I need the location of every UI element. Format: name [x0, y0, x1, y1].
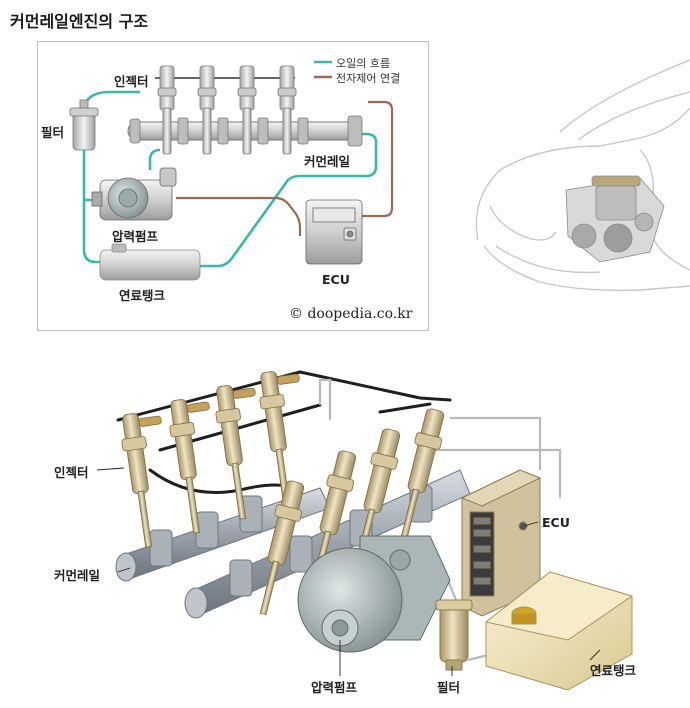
leader-lines — [96, 467, 601, 676]
illustration-fuel-tank — [484, 571, 634, 691]
illustration-label-filter: 필터 — [437, 680, 461, 695]
illustration-label-common-rail: 커먼레일 — [54, 568, 101, 583]
schematic-label-filter: 필터 — [41, 125, 65, 140]
illustration-label-injector: 인젝터 — [54, 465, 89, 480]
illustration-label-tank: 연료탱크 — [590, 663, 637, 678]
car-engine-icon — [565, 175, 665, 263]
electronic-lines — [176, 100, 394, 236]
schematic-label-ecu: ECU — [322, 272, 350, 287]
page-title: 커먼레일엔진의 구조 — [10, 12, 149, 31]
car-illustration — [475, 59, 690, 292]
schematic-label-common-rail: 커먼레일 — [304, 154, 351, 169]
schematic-label-tank: 연료탱크 — [119, 288, 166, 303]
credit-text: © doopedia.co.kr — [289, 306, 413, 322]
schematic-label-pump: 압력펌프 — [112, 229, 159, 244]
legend-electronic-label: 전자제어 연결 — [336, 72, 401, 85]
legend-oil-label: 오일의 흐름 — [336, 57, 391, 70]
illustration-filter — [435, 599, 473, 671]
illustration-label-ecu: ECU — [542, 515, 570, 530]
schematic-pump — [91, 167, 177, 221]
illustration-label-pump: 압력펌프 — [311, 680, 358, 695]
schematic-filter — [69, 99, 99, 151]
schematic-tank — [99, 243, 201, 281]
schematic-label-injector: 인젝터 — [114, 74, 149, 89]
illustration-injectors — [121, 371, 445, 616]
schematic-injectors — [155, 65, 297, 155]
illustration-pump — [297, 535, 451, 653]
schematic-ecu — [305, 199, 363, 265]
oil-flow-lines — [82, 90, 378, 268]
